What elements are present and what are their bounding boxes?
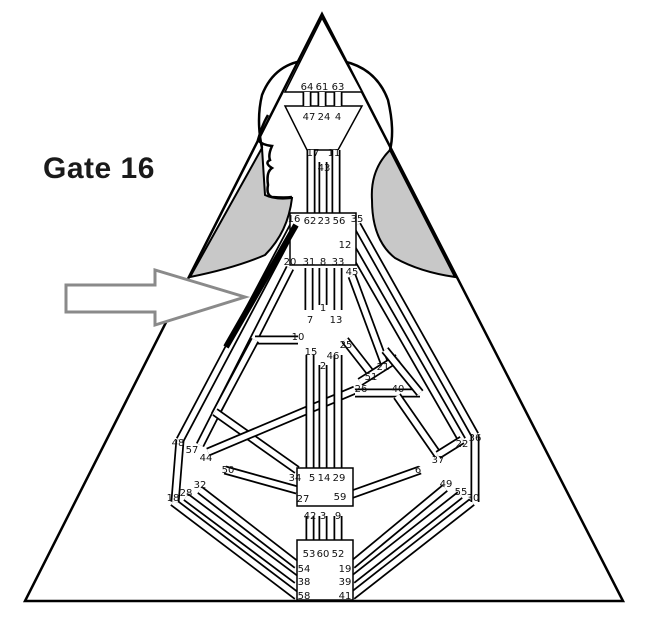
gate-label-19: 19 bbox=[339, 564, 352, 575]
head-center bbox=[283, 16, 364, 93]
gate-label-2: 2 bbox=[320, 361, 326, 372]
channel-30 bbox=[350, 499, 474, 599]
channel-27 bbox=[349, 467, 421, 498]
gate-label-27: 27 bbox=[297, 494, 310, 505]
gate-label-56: 56 bbox=[333, 216, 346, 227]
gate-label-9: 9 bbox=[335, 511, 341, 522]
gate-label-39: 39 bbox=[339, 577, 352, 588]
channel-17 bbox=[354, 223, 478, 437]
gate-label-54: 54 bbox=[298, 564, 311, 575]
channel-11 bbox=[206, 387, 357, 455]
channel-18 bbox=[349, 275, 388, 366]
gate-label-55: 55 bbox=[455, 487, 468, 498]
gate-label-24: 24 bbox=[318, 112, 331, 123]
gate-label-43: 43 bbox=[318, 163, 331, 174]
gate-label-6: 6 bbox=[415, 465, 421, 476]
gate-label-53: 53 bbox=[303, 549, 316, 560]
throat-center bbox=[289, 212, 357, 266]
gate-label-52: 52 bbox=[332, 549, 345, 560]
gate-label-34: 34 bbox=[289, 473, 302, 484]
gate-label-11: 11 bbox=[328, 148, 341, 159]
channel-9 bbox=[212, 338, 258, 417]
face-profile bbox=[256, 114, 293, 199]
gate-label-31: 31 bbox=[303, 257, 316, 268]
gate-label-7: 7 bbox=[307, 315, 313, 326]
channel-19 bbox=[342, 338, 373, 374]
channels bbox=[170, 92, 480, 601]
gate-label-42: 42 bbox=[304, 511, 317, 522]
channel-12 bbox=[224, 467, 298, 493]
gate-label-60: 60 bbox=[317, 549, 330, 560]
gate-label-64: 64 bbox=[301, 82, 314, 93]
gate-label-12: 12 bbox=[339, 240, 352, 251]
gate-label-28: 28 bbox=[180, 488, 193, 499]
gate-label-57: 57 bbox=[186, 445, 199, 456]
gate-label-13: 13 bbox=[330, 315, 343, 326]
gate-label-29: 29 bbox=[333, 473, 346, 484]
gate-label-62: 62 bbox=[304, 216, 317, 227]
channel-33 bbox=[171, 499, 299, 599]
gate-label-48: 48 bbox=[172, 438, 185, 449]
gate-label-61: 61 bbox=[316, 82, 329, 93]
channel-31 bbox=[198, 487, 299, 568]
gate-label-46: 46 bbox=[327, 351, 340, 362]
gate-label-59: 59 bbox=[334, 492, 347, 503]
gate-label-20: 20 bbox=[284, 257, 297, 268]
gate-label-49: 49 bbox=[440, 479, 453, 490]
gate-label-33: 33 bbox=[332, 257, 345, 268]
gate-label-41: 41 bbox=[339, 591, 352, 602]
gate-label-3: 3 bbox=[320, 511, 326, 522]
gate-label-16: 16 bbox=[288, 214, 301, 225]
gate-label-35: 35 bbox=[351, 214, 364, 225]
gate-label-10: 10 bbox=[292, 332, 305, 343]
gate-label-1: 1 bbox=[320, 303, 326, 314]
right-shoulder-shade bbox=[370, 148, 457, 279]
gate-label-47: 47 bbox=[303, 112, 316, 123]
gate-label-58: 58 bbox=[298, 591, 311, 602]
head-outline bbox=[257, 58, 394, 151]
gate-label-23: 23 bbox=[318, 216, 331, 227]
pointer-arrow-icon bbox=[64, 267, 251, 328]
gate-label-18: 18 bbox=[167, 493, 180, 504]
gate-label-40: 40 bbox=[392, 384, 405, 395]
gate-label-32: 32 bbox=[194, 480, 207, 491]
gate-title: Gate 16 bbox=[43, 152, 155, 185]
gate-label-30: 30 bbox=[467, 493, 480, 504]
gate-label-37: 37 bbox=[432, 455, 445, 466]
gate-label-25: 25 bbox=[340, 340, 353, 351]
channel-32 bbox=[184, 494, 299, 583]
channel-34 bbox=[172, 439, 183, 503]
gate-label-51: 51 bbox=[365, 372, 378, 383]
gate-label-14: 14 bbox=[318, 473, 331, 484]
gate-label-44: 44 bbox=[200, 453, 213, 464]
channel-29 bbox=[350, 492, 462, 583]
channel-26 bbox=[394, 394, 441, 457]
gate-label-4: 4 bbox=[335, 112, 341, 123]
channel-36 bbox=[436, 437, 464, 458]
root-center bbox=[296, 539, 354, 601]
gate-label-36: 36 bbox=[469, 433, 482, 444]
channel-28 bbox=[350, 485, 447, 568]
channel-10 bbox=[213, 409, 299, 473]
gate-label-63: 63 bbox=[332, 82, 345, 93]
gate-label-22: 22 bbox=[456, 439, 469, 450]
gate-label-5: 5 bbox=[309, 473, 315, 484]
gate-label-26: 26 bbox=[355, 384, 368, 395]
gate-label-8: 8 bbox=[320, 257, 326, 268]
gate-label-45: 45 bbox=[346, 267, 359, 278]
gate-label-21: 21 bbox=[377, 362, 390, 373]
gate-label-50: 50 bbox=[222, 465, 235, 476]
gate-label-17: 17 bbox=[307, 148, 320, 159]
sacral-center bbox=[296, 467, 354, 507]
gate-label-15: 15 bbox=[305, 347, 318, 358]
highlighted-gate-16-line bbox=[223, 223, 299, 349]
gate-label-38: 38 bbox=[298, 577, 311, 588]
channel-16 bbox=[347, 243, 465, 442]
channel-22 bbox=[382, 348, 423, 395]
